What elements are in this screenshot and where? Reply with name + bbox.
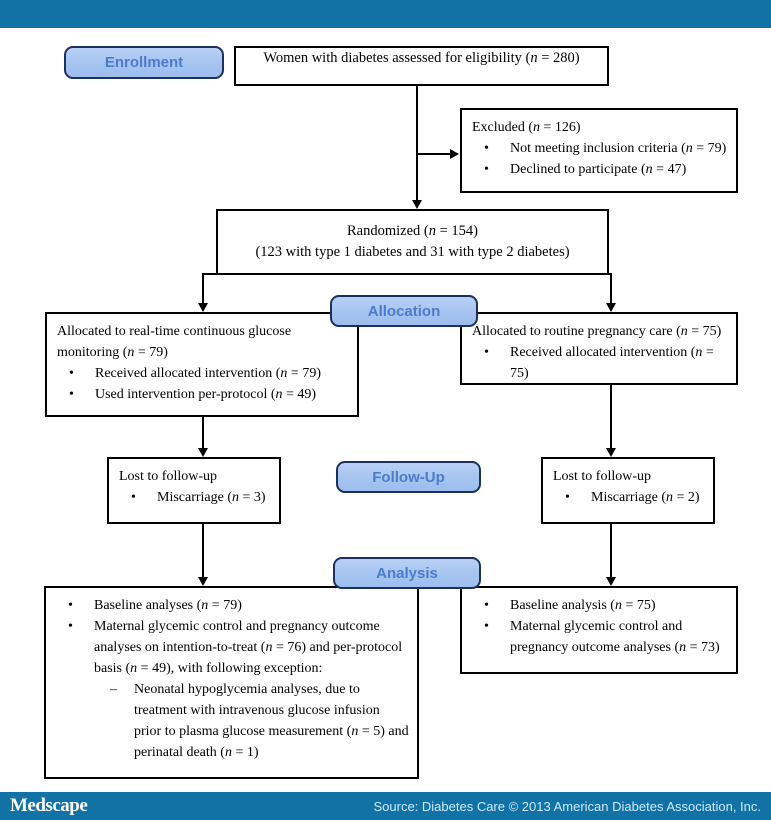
bullet-icon: • [68, 619, 73, 634]
analysis-cgm-bullet: Maternal glycemic control and pregnancy … [94, 619, 403, 676]
alloc-routine-bullet: Received allocated intervention (n = 75) [510, 345, 714, 381]
alloc-routine-title: Allocated to routine pregnancy care (n =… [472, 324, 722, 339]
bullet-icon: • [484, 141, 489, 156]
arrowhead-down-icon [606, 303, 616, 312]
bullet-icon: • [69, 366, 74, 381]
source-credit: Source: Diabetes Care © 2013 American Di… [373, 798, 761, 814]
list-item: • Not meeting inclusion criteria (n = 79… [472, 138, 728, 159]
bullet-icon: • [69, 387, 74, 402]
alloc-cgm-title: Allocated to real-time continuous glucos… [57, 324, 292, 360]
arrowhead-down-icon [198, 303, 208, 312]
connector-followup-analysis-right [610, 524, 612, 578]
followup-cgm-title: Lost to follow-up [119, 469, 217, 484]
analysis-cgm-sub-bullet: Neonatal hypoglycemia analyses, due to t… [134, 682, 409, 760]
box-allocated-routine: Allocated to routine pregnancy care (n =… [460, 312, 738, 385]
phase-label-allocation: Allocation [330, 295, 478, 327]
box-excluded: Excluded (n = 126) • Not meeting inclusi… [460, 108, 738, 193]
box-allocated-cgm: Allocated to real-time continuous glucos… [45, 312, 359, 417]
box-followup-routine: Lost to follow-up • Miscarriage (n = 2) [541, 457, 715, 524]
list-item: • Maternal glycemic control and pregnanc… [56, 616, 409, 679]
analysis-routine-bullet: Baseline analysis (n = 75) [510, 598, 656, 613]
bullet-icon: • [484, 345, 489, 360]
bullet-icon: • [484, 162, 489, 177]
followup-routine-title: Lost to follow-up [553, 469, 651, 484]
list-item: • Used intervention per-protocol (n = 49… [57, 384, 349, 405]
box-eligibility: Women with diabetes assessed for eligibi… [234, 46, 609, 86]
bullet-icon: • [131, 490, 136, 505]
randomized-line2: (123 with type 1 diabetes and 31 with ty… [255, 244, 570, 260]
list-item: • Received allocated intervention (n = 7… [472, 342, 728, 384]
top-banner [0, 0, 771, 28]
list-item: • Declined to participate (n = 47) [472, 159, 728, 180]
list-item: • Baseline analysis (n = 75) [472, 595, 728, 616]
connector-split-left [202, 273, 204, 304]
medscape-logo: Medscape [10, 795, 88, 816]
list-item: • Received allocated intervention (n = 7… [57, 363, 349, 384]
alloc-cgm-bullet: Received allocated intervention (n = 79) [95, 366, 321, 381]
list-item: • Maternal glycemic control and pregnanc… [472, 616, 728, 658]
box-analysis-cgm: • Baseline analyses (n = 79) • Maternal … [44, 586, 419, 779]
connector-split-right [610, 273, 612, 304]
dash-icon: – [110, 682, 117, 697]
bullet-icon: • [484, 619, 489, 634]
phase-label-analysis: Analysis [333, 557, 481, 589]
connector-eligibility-randomized [416, 85, 418, 201]
bullet-icon: • [565, 490, 570, 505]
list-item: – Neonatal hypoglycemia analyses, due to… [56, 679, 409, 763]
bullet-icon: • [484, 598, 489, 613]
list-item: • Miscarriage (n = 2) [553, 487, 705, 508]
alloc-cgm-bullet: Used intervention per-protocol (n = 49) [95, 387, 317, 402]
excluded-bullet: Not meeting inclusion criteria (n = 79) [510, 141, 727, 156]
connector-alloc-followup-left [202, 417, 204, 449]
list-item: • Miscarriage (n = 3) [119, 487, 271, 508]
box-randomized: Randomized (n = 154) (123 with type 1 di… [216, 209, 609, 275]
box-followup-cgm: Lost to follow-up • Miscarriage (n = 3) [107, 457, 281, 524]
connector-to-excluded [416, 153, 450, 155]
eligibility-text: Women with diabetes assessed for eligibi… [263, 50, 580, 66]
bullet-icon: • [68, 598, 73, 613]
footer-banner: Medscape Source: Diabetes Care © 2013 Am… [0, 792, 771, 820]
randomized-line1: Randomized (n = 154) [346, 223, 478, 239]
arrowhead-right-icon [450, 149, 459, 159]
analysis-routine-bullet: Maternal glycemic control and pregnancy … [510, 619, 720, 655]
analysis-cgm-bullet: Baseline analyses (n = 79) [94, 598, 242, 613]
phase-label-followup: Follow-Up [336, 461, 481, 493]
excluded-bullet: Declined to participate (n = 47) [510, 162, 687, 177]
connector-alloc-followup-right [610, 385, 612, 449]
arrowhead-down-icon [198, 577, 208, 586]
arrowhead-down-icon [606, 577, 616, 586]
arrowhead-down-icon [412, 200, 422, 209]
followup-routine-bullet: Miscarriage (n = 2) [591, 490, 700, 505]
excluded-title: Excluded (n = 126) [472, 120, 581, 135]
list-item: • Baseline analyses (n = 79) [56, 595, 409, 616]
followup-cgm-bullet: Miscarriage (n = 3) [157, 490, 266, 505]
box-analysis-routine: • Baseline analysis (n = 75) • Maternal … [460, 586, 738, 674]
arrowhead-down-icon [606, 448, 616, 457]
phase-label-enrollment: Enrollment [64, 46, 224, 79]
arrowhead-down-icon [198, 448, 208, 457]
connector-followup-analysis-left [202, 524, 204, 578]
